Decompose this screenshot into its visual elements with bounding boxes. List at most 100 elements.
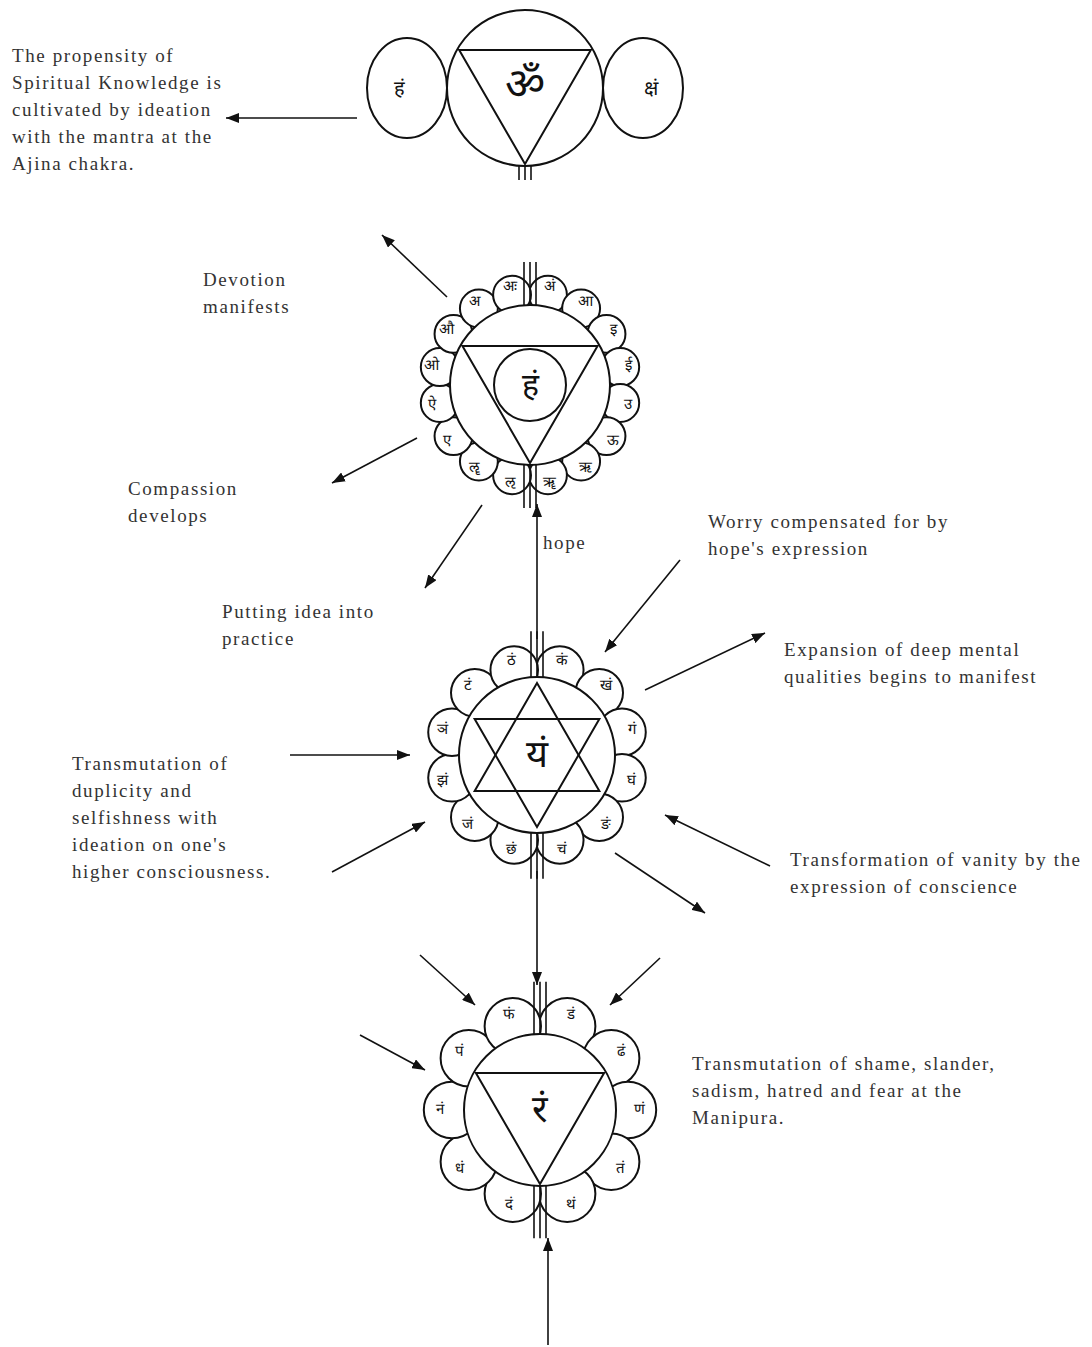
petal-letter: ओ (424, 357, 439, 374)
petal-letter: उ (624, 396, 632, 413)
bija-mantra: ॐ (505, 59, 545, 110)
nadi-line (536, 833, 538, 879)
petal-letter: फं (503, 1006, 515, 1023)
petal-letter: झं (437, 772, 448, 789)
edge-label: hope (541, 532, 588, 554)
annotation-text: Transformation of vanity by the expressi… (790, 846, 1085, 900)
annotation-text: Transmutation of shame, slander, sadism,… (692, 1050, 1022, 1131)
petal-letter: ञं (437, 721, 448, 738)
petal-letter: ॡ (469, 459, 479, 476)
petal-letter: ऐ (428, 396, 436, 413)
leader-arrow (332, 822, 425, 872)
bija-mantra: हं (522, 367, 539, 404)
petal-letter: ए (443, 432, 451, 449)
chakra-circle (450, 305, 610, 465)
connector-arrow (536, 871, 538, 985)
petal-letter: ढं (617, 1043, 625, 1060)
petal-letter: अः (503, 278, 517, 295)
nadi-line (533, 1186, 535, 1238)
leader-arrow (615, 853, 705, 913)
petal-letter: औ (439, 321, 454, 338)
nadi-line (529, 465, 531, 508)
leader-arrow (425, 505, 482, 588)
petal-letter: टं (464, 677, 472, 694)
petal-letter: चं (557, 841, 567, 858)
petal-letter: नं (436, 1101, 444, 1118)
petal-letter: ऋ (579, 459, 592, 476)
yantra-triangle (475, 719, 600, 827)
chakra-circle (459, 677, 615, 833)
nadi-line (535, 465, 537, 508)
chakra-node: हं अं आइ ई उ ऊऋ ॠ ऌ ॡ ए ऐ ओ औअ अः (417, 272, 643, 498)
nadi-line (533, 982, 535, 1034)
leader-arrow (420, 955, 475, 1005)
leader-arrow (645, 633, 765, 690)
yantra-triangle (475, 683, 600, 791)
leader-arrow (382, 235, 447, 297)
petal-letter: जं (462, 816, 473, 833)
petal-letter: ऌ (505, 474, 515, 491)
petal-letter: धं (455, 1160, 464, 1177)
nadi-line (523, 262, 525, 305)
petal-letter: ङं (601, 816, 611, 833)
annotation-text: Worry compensated for by hope's expressi… (708, 508, 998, 562)
yantra-triangle (462, 346, 597, 463)
nadi-line (542, 833, 544, 879)
petal-letter: ॠ (543, 474, 556, 491)
annotation-text: Putting idea into practice (222, 598, 434, 652)
nadi-line (542, 631, 544, 677)
petal-letter: डं (567, 1006, 575, 1023)
chakra-circle (464, 1034, 616, 1186)
chakra-circle (447, 10, 603, 166)
annotation-text: Transmutation of duplicity and selfishne… (72, 750, 290, 885)
leader-arrow (665, 815, 770, 866)
petal-letter: ऊ (607, 432, 619, 449)
leader-arrow (610, 958, 660, 1005)
bija-mantra: रं (532, 1088, 548, 1132)
petal-letter: ठं (507, 652, 516, 669)
petal-letter: अ (469, 293, 480, 310)
leader-arrow (360, 1035, 425, 1070)
petal-letter: गं (628, 721, 636, 738)
nadi-line (524, 166, 526, 180)
ajna-petal (367, 38, 447, 138)
nadi-line (536, 631, 538, 677)
nadi-line (530, 166, 532, 180)
annotation-text: The propensity of Spiritual Knowledge is… (12, 42, 224, 177)
chakra-node: यंकंखंगंघंङंचंछंजंझंञंटंठं (423, 641, 651, 869)
nadi-line (539, 982, 541, 1034)
bija-mantra: यं (526, 733, 548, 777)
petal-letter: तं (616, 1160, 625, 1177)
petal-letter: इ (610, 321, 617, 338)
petal-letter: ई (625, 357, 632, 374)
ajna-petal (603, 38, 683, 138)
petal-letter: छं (506, 841, 517, 858)
petal-letter: कं (556, 652, 568, 669)
petal-letter: घं (627, 772, 636, 789)
petal-letter: दं (505, 1196, 513, 1213)
annotation-text: Devotion manifests (203, 266, 333, 320)
yantra-triangle (459, 50, 591, 164)
inner-circle (494, 349, 566, 421)
leader-arrow (605, 560, 680, 652)
connector-arrow (536, 504, 538, 639)
annotation-text: Expansion of deep mental qualities begin… (784, 636, 1084, 690)
leader-arrow (226, 117, 357, 119)
leader-arrow (547, 1238, 549, 1345)
petal-letter: आ (578, 293, 593, 310)
chakra-node: ॐ हं क्षं (365, 3, 685, 173)
petal-letter: णं (634, 1101, 645, 1118)
petal-letter: हं (394, 77, 405, 100)
petal-letter: अं (544, 278, 555, 295)
leader-arrow (332, 438, 417, 483)
petal-letter: क्षं (644, 77, 658, 100)
nadi-line (529, 262, 531, 305)
nadi-line (545, 982, 547, 1034)
nadi-line (518, 166, 520, 180)
nadi-line (535, 262, 537, 305)
petal-letter: पं (455, 1043, 464, 1060)
chakra-node: रंडंढंणंतंथंदंधंनंपंफं (421, 991, 659, 1229)
nadi-line (530, 833, 532, 879)
yantra-triangle (476, 1073, 604, 1184)
nadi-line (539, 1186, 541, 1238)
